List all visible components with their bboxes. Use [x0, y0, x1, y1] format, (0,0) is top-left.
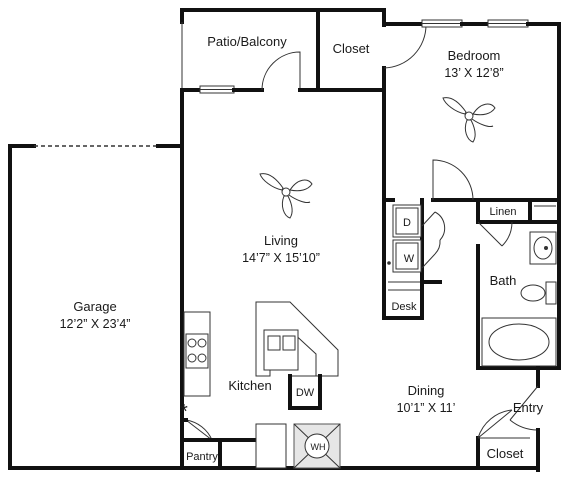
laundry-area: D W Desk — [382, 198, 446, 320]
patio-label: Patio/Balcony — [207, 34, 287, 49]
pantry-label: Pantry — [186, 451, 218, 463]
marker-star: * — [180, 401, 188, 423]
linen-label: Linen — [490, 206, 517, 218]
patio-area — [180, 8, 386, 94]
living-walls — [180, 88, 348, 470]
dryer-label: D — [403, 217, 411, 229]
kitchen-label: Kitchen — [228, 378, 271, 393]
living-label: Living — [264, 233, 298, 248]
garage-area — [8, 144, 184, 470]
water-heater-label: WH — [311, 442, 326, 452]
bedroom-area — [382, 19, 561, 202]
bath-area — [476, 198, 561, 370]
closet-top-label: Closet — [333, 41, 370, 56]
bath-label: Bath — [490, 273, 517, 288]
ceiling-fan-icon — [259, 173, 313, 219]
living-dims: 14’7” X 15’10” — [242, 251, 320, 265]
closet-bottom-label: Closet — [487, 446, 524, 461]
washer-label: W — [404, 253, 415, 265]
garage-dims: 12’2” X 23’4” — [60, 317, 131, 331]
bedroom-label: Bedroom — [448, 48, 501, 63]
garage-label: Garage — [73, 299, 116, 314]
entry-area — [344, 366, 540, 472]
dishwasher-label: DW — [296, 387, 315, 399]
desk-label: Desk — [391, 301, 417, 313]
bedroom-dims: 13’ X 12’8” — [444, 66, 503, 80]
dining-dims: 10’1” X 11’ — [397, 401, 456, 415]
kitchen-area: DW WH * — [180, 301, 341, 469]
ceiling-fan-icon — [442, 97, 496, 143]
dining-label: Dining — [408, 383, 445, 398]
entry-label: Entry — [513, 400, 544, 415]
